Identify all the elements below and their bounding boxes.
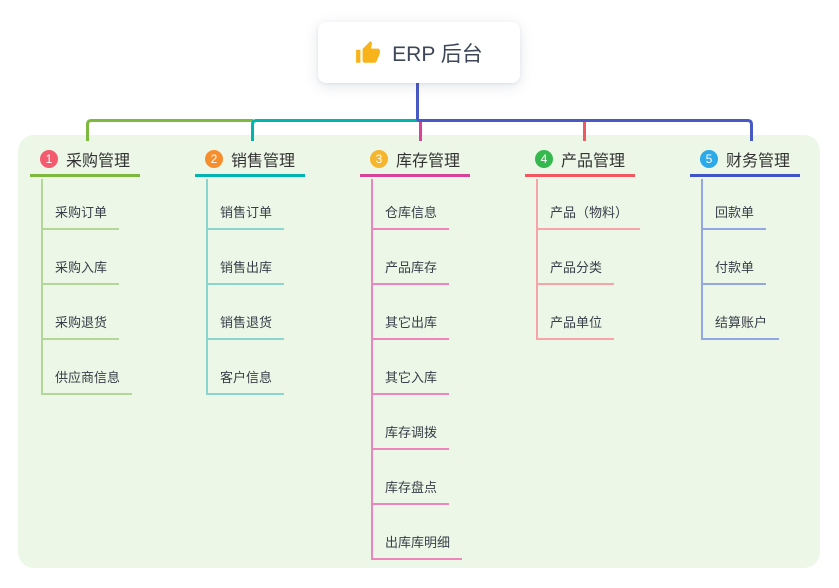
child-node[interactable]: 采购订单 (41, 200, 120, 230)
branch-trunk-line (206, 179, 208, 395)
child-node[interactable]: 回款单 (701, 200, 767, 230)
branch-badge: 3 (370, 150, 388, 168)
thumbs-up-icon (355, 40, 381, 66)
branch-label: 产品管理 (561, 153, 626, 170)
branch-title-sales[interactable]: 2 销售管理 (195, 144, 305, 177)
child-node[interactable]: 产品单位 (536, 310, 615, 340)
branch-label: 库存管理 (396, 153, 461, 170)
child-node[interactable]: 结算账户 (701, 310, 780, 340)
child-node[interactable]: 销售退货 (206, 310, 285, 340)
branch-trunk-line (371, 179, 373, 560)
root-node[interactable]: ERP 后台 (318, 22, 520, 83)
child-node[interactable]: 仓库信息 (371, 200, 450, 230)
child-node[interactable]: 库存盘点 (371, 475, 450, 505)
branch-badge: 2 (205, 150, 223, 168)
branch-label: 财务管理 (726, 153, 791, 170)
child-node[interactable]: 采购入库 (41, 255, 120, 285)
child-node[interactable]: 产品分类 (536, 255, 615, 285)
branch-label: 销售管理 (231, 153, 296, 170)
child-node[interactable]: 产品库存 (371, 255, 450, 285)
connector-root-branch-5 (416, 83, 753, 141)
branch-title-finance[interactable]: 5 财务管理 (690, 144, 800, 177)
branch-title-product[interactable]: 4 产品管理 (525, 144, 635, 177)
branch-trunk-line (41, 179, 43, 395)
background-panel (18, 135, 820, 568)
child-node[interactable]: 销售订单 (206, 200, 285, 230)
root-label: ERP 后台 (392, 42, 483, 66)
child-node[interactable]: 销售出库 (206, 255, 285, 285)
child-node[interactable]: 其它入库 (371, 365, 450, 395)
child-node[interactable]: 采购退货 (41, 310, 120, 340)
branch-trunk-line (701, 179, 703, 340)
child-node[interactable]: 供应商信息 (41, 365, 133, 395)
branch-badge: 5 (700, 150, 718, 168)
branch-title-inventory[interactable]: 3 库存管理 (360, 144, 470, 177)
child-node[interactable]: 出库库明细 (371, 530, 463, 560)
branch-badge: 1 (40, 150, 58, 168)
child-node[interactable]: 库存调拨 (371, 420, 450, 450)
branch-badge: 4 (535, 150, 553, 168)
child-node[interactable]: 产品（物料） (536, 200, 641, 230)
branch-label: 采购管理 (66, 153, 131, 170)
child-node[interactable]: 客户信息 (206, 365, 285, 395)
branch-trunk-line (536, 179, 538, 340)
child-node[interactable]: 付款单 (701, 255, 767, 285)
branch-title-purchase[interactable]: 1 采购管理 (30, 144, 140, 177)
child-node[interactable]: 其它出库 (371, 310, 450, 340)
